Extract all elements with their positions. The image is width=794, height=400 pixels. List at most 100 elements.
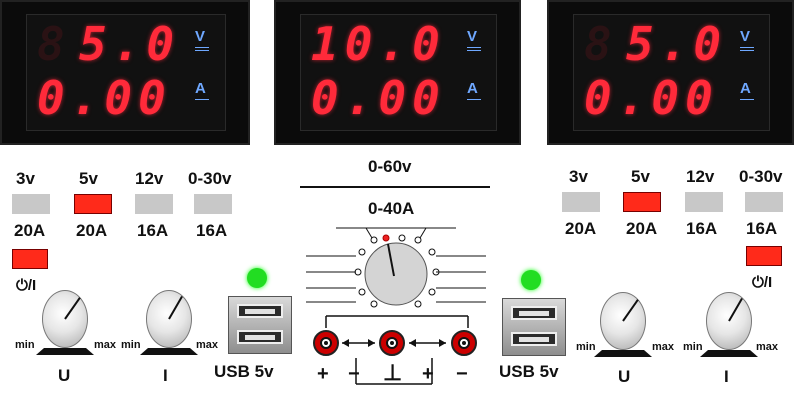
preset-5v-switch[interactable]: [623, 192, 661, 212]
knob-u-label: U: [58, 366, 71, 385]
meter-left: 8 5.0 V 0.00 A: [0, 0, 250, 145]
knob-min-label: min: [121, 339, 141, 351]
unit-underline: [740, 99, 754, 100]
meter-center-face: 10.0 V 0.00 A: [300, 14, 497, 131]
usb-slot: [511, 306, 557, 320]
usb-label: USB 5v: [499, 362, 559, 381]
preset-voltage-label: 5v: [631, 167, 650, 186]
knob-i-label: I: [724, 367, 729, 386]
unit-underline: [467, 50, 481, 51]
preset-3v-switch[interactable]: [562, 192, 600, 212]
preset-voltage-label: 5v: [79, 169, 98, 188]
terminal-wiring-diagram: [325, 315, 469, 385]
divider-line: [300, 186, 490, 188]
preset-3v-switch[interactable]: [12, 194, 50, 214]
meter-left-face: 8 5.0 V 0.00 A: [26, 14, 226, 131]
terminal-label: −: [456, 363, 468, 385]
knob-max-label: max: [756, 341, 779, 353]
voltage-range-label: 0-60v: [368, 157, 412, 176]
usb-slot: [237, 330, 283, 344]
preset-12v-switch[interactable]: [135, 194, 173, 214]
unit-underline: [467, 47, 481, 48]
preset-current-label: 16A: [686, 219, 718, 238]
usb-port[interactable]: [228, 296, 292, 354]
terminal-label: +: [317, 363, 329, 385]
range-selector-dial[interactable]: [296, 222, 496, 312]
current-knob[interactable]: [146, 290, 192, 348]
output-jack-left-positive[interactable]: [313, 330, 339, 356]
usb-slot: [511, 332, 557, 346]
meter-center: 10.0 V 0.00 A: [274, 0, 521, 145]
knob-min-label: min: [15, 339, 35, 351]
meter-left-voltage-unit: V: [195, 28, 206, 45]
current-range-label: 0-40A: [368, 199, 415, 218]
ghost-digit: 8: [37, 17, 65, 71]
knob-pointer: [168, 295, 183, 320]
meter-left-current-unit: A: [195, 80, 206, 97]
knob-scale-mark: [36, 347, 94, 355]
unit-underline: [740, 47, 754, 48]
preset-current-label: 16A: [746, 219, 778, 238]
knob-min-label: min: [683, 341, 703, 353]
preset-12v-switch[interactable]: [685, 192, 723, 212]
power-label: ⏻/I: [752, 274, 773, 291]
preset-voltage-label: 12v: [686, 167, 715, 186]
preset-0-30v-switch[interactable]: [745, 192, 783, 212]
knob-max-label: max: [196, 339, 219, 351]
usb-slot: [237, 304, 283, 318]
preset-voltage-label: 3v: [569, 167, 588, 186]
knob-max-label: max: [652, 341, 675, 353]
usb-port[interactable]: [502, 298, 566, 356]
terminal-label: −: [348, 363, 360, 385]
preset-current-label: 20A: [565, 219, 597, 238]
meter-center-voltage: 10.0: [311, 17, 446, 71]
meter-center-current: 0.00: [311, 71, 446, 125]
ghost-digit: 8: [584, 17, 612, 71]
preset-current-label: 20A: [14, 221, 46, 240]
knob-max-label: max: [94, 339, 117, 351]
meter-right-voltage: 5.0: [626, 17, 728, 71]
knob-i-label: I: [163, 366, 168, 385]
preset-current-label: 20A: [626, 219, 658, 238]
power-switch[interactable]: [746, 246, 782, 266]
power-switch[interactable]: [12, 249, 48, 269]
preset-0-30v-switch[interactable]: [194, 194, 232, 214]
usb-label: USB 5v: [214, 362, 274, 381]
knob-pointer: [728, 297, 743, 322]
preset-voltage-label: 12v: [135, 169, 164, 188]
preset-voltage-label: 0-30v: [739, 167, 783, 186]
meter-left-voltage: 5.0: [79, 17, 181, 71]
preset-current-label: 16A: [196, 221, 228, 240]
preset-voltage-label: 3v: [16, 169, 35, 188]
knob-scale-mark: [140, 347, 198, 355]
voltage-knob[interactable]: [42, 290, 88, 348]
usb-status-led: [247, 268, 267, 288]
knob-scale-mark: [700, 349, 758, 357]
meter-right-voltage-unit: V: [740, 28, 751, 45]
output-jack-common[interactable]: [379, 330, 405, 356]
unit-underline: [195, 50, 209, 51]
meter-center-voltage-unit: V: [467, 28, 478, 45]
unit-underline: [195, 47, 209, 48]
meter-right-current: 0.00: [584, 71, 719, 125]
preset-5v-switch[interactable]: [74, 194, 112, 214]
knob-pointer: [64, 297, 81, 320]
unit-underline: [740, 50, 754, 51]
meter-right-current-unit: A: [740, 80, 751, 97]
preset-current-label: 20A: [76, 221, 108, 240]
usb-status-led: [521, 270, 541, 290]
output-jack-right-negative[interactable]: [451, 330, 477, 356]
voltage-knob[interactable]: [600, 292, 646, 350]
terminal-label: +: [422, 363, 434, 385]
power-label: ⏻/I: [16, 277, 37, 294]
preset-voltage-label: 0-30v: [188, 169, 232, 188]
knob-pointer: [622, 299, 639, 322]
terminal-label: ⊥: [383, 360, 403, 385]
meter-right-face: 8 5.0 V 0.00 A: [573, 14, 770, 131]
preset-current-label: 16A: [137, 221, 169, 240]
unit-underline: [467, 99, 481, 100]
meter-center-current-unit: A: [467, 80, 478, 97]
unit-underline: [195, 99, 209, 100]
meter-right: 8 5.0 V 0.00 A: [547, 0, 794, 145]
current-knob[interactable]: [706, 292, 752, 350]
